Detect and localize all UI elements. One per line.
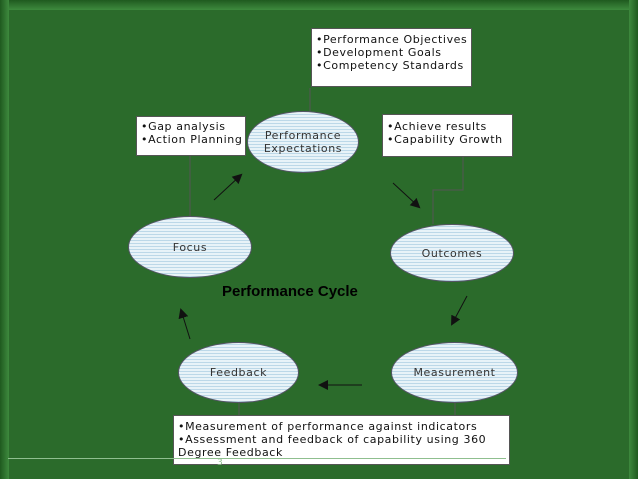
box-gap-analysis: •Gap analysis •Action Planning — [136, 116, 246, 156]
box-line: •Action Planning — [141, 133, 243, 146]
stage-label: Focus — [172, 240, 208, 254]
box-achieve-results: •Achieve results •Capability Growth — [382, 114, 513, 157]
stage-label: Outcomes — [421, 246, 483, 260]
box-line: •Development Goals — [316, 46, 442, 59]
stage-feedback: Feedback — [178, 342, 299, 403]
stage-label: Performance Expectations — [263, 129, 343, 155]
arrow-focus-to-expectations — [213, 173, 243, 201]
box-line: •Competency Standards — [316, 59, 464, 72]
footer-divider — [8, 458, 506, 459]
box-line: Degree Feedback — [178, 446, 283, 459]
arrow-expectations-to-outcomes — [392, 182, 421, 209]
stage-performance-expectations: Performance Expectations — [247, 111, 359, 173]
arrow-outcomes-to-measurement — [451, 295, 468, 326]
arrow-feedback-to-focus — [178, 308, 191, 340]
box-line: •Gap analysis — [141, 120, 226, 133]
connector-right-box — [432, 157, 464, 224]
diagram-title: Performance Cycle — [222, 283, 358, 300]
box-line: •Measurement of performance against indi… — [178, 420, 478, 433]
box-line: •Assessment and feedback of capability u… — [178, 433, 487, 446]
stage-focus: Focus — [128, 216, 252, 278]
slide-frame-right — [629, 0, 638, 479]
box-performance-objectives: •Performance Objectives •Development Goa… — [311, 28, 472, 87]
box-measurement-details: •Measurement of performance against indi… — [173, 415, 510, 465]
stage-measurement: Measurement — [391, 342, 518, 403]
page-number: 3 — [217, 458, 223, 468]
stage-label: Measurement — [413, 366, 496, 379]
box-line: •Achieve results — [387, 120, 487, 133]
stage-outcomes: Outcomes — [390, 224, 514, 282]
slide-frame-top — [0, 0, 638, 10]
stage-label: Feedback — [209, 366, 268, 379]
box-line: •Performance Objectives — [316, 33, 468, 46]
box-line: •Capability Growth — [387, 133, 503, 146]
slide-frame-left — [0, 0, 9, 479]
